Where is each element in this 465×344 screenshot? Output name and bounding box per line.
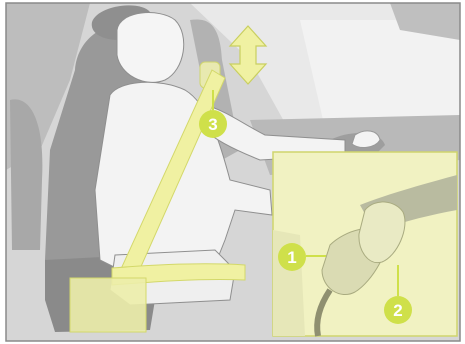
occupant-head <box>117 13 184 83</box>
buckle-detail-inset <box>273 152 457 336</box>
callout-1-label: 1 <box>287 248 296 267</box>
buckle-region-highlight <box>70 278 146 332</box>
callout-2-label: 2 <box>393 301 402 320</box>
callout-3-label: 3 <box>208 115 217 134</box>
